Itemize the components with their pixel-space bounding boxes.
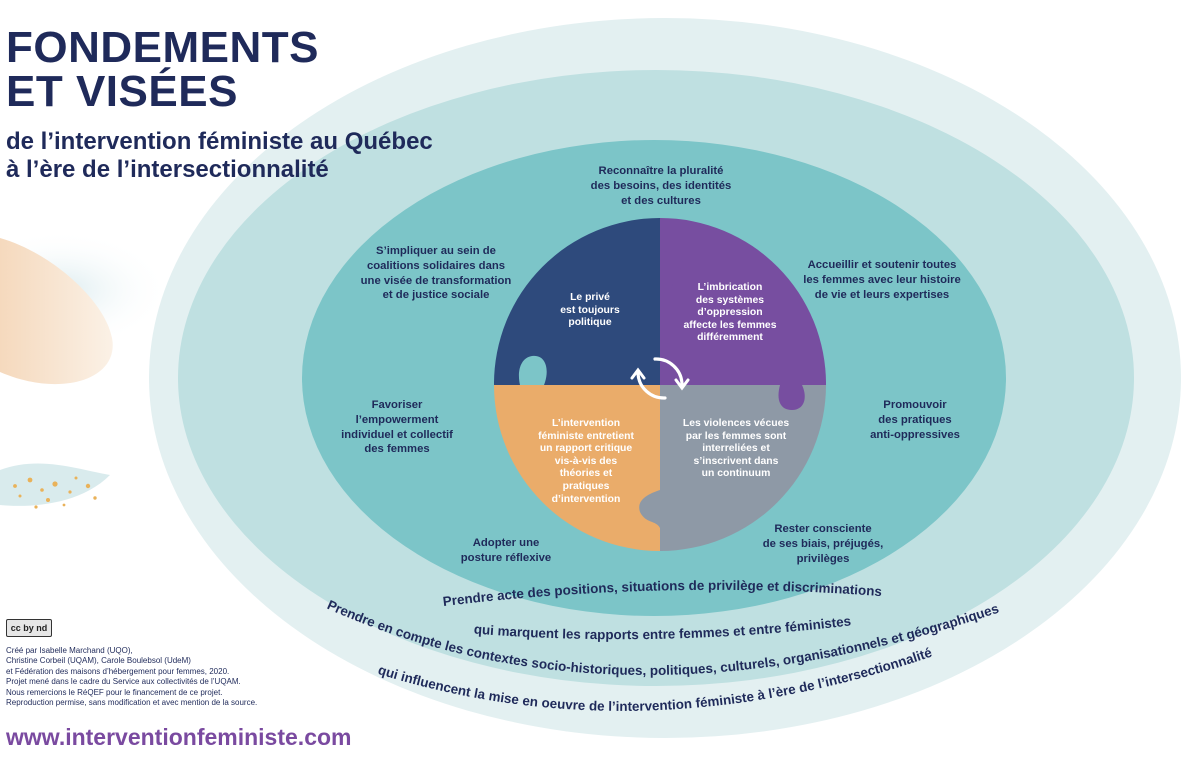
practice-label-top: Reconnaître la pluralité des besoins, de…	[566, 164, 756, 208]
text-line: Rester consciente	[774, 523, 872, 535]
text-line: individuel et collectif	[341, 428, 453, 441]
text-line: des femmes	[364, 443, 430, 456]
text-line: L’intervention	[551, 418, 621, 429]
title-line: FONDEMENTS	[6, 23, 319, 72]
text-line: des besoins, des identités	[590, 179, 732, 192]
puzzle-tab-right	[778, 385, 805, 410]
text-line: des systèmes	[695, 294, 765, 306]
text-line: anti-oppressives	[870, 428, 960, 441]
text-line: différemment	[697, 332, 763, 344]
text-line: par les femmes sont	[685, 430, 787, 442]
credit-line: et Fédération des maisons d’hébergement …	[6, 666, 230, 676]
text-line: coalitions solidaires dans	[366, 259, 506, 272]
text-line: pratiques	[562, 480, 610, 492]
puzzle-text-bottom-left: L’intervention féministe entretient un r…	[520, 418, 652, 506]
creative-commons-license-icon: cc by nd	[6, 619, 52, 637]
puzzle-tab-top	[660, 251, 683, 294]
text-line: Le privé	[570, 292, 610, 303]
text-line: un continuum	[701, 468, 771, 480]
text-line: et de justice sociale	[382, 289, 490, 302]
subtitle-line: de l’intervention féministe au Québec	[6, 128, 433, 155]
text-line: théories et	[559, 468, 613, 480]
practice-label-right: Promouvoir des pratiques anti-oppressive…	[850, 398, 980, 442]
puzzle-piece-top-left	[493, 217, 660, 385]
text-line: un rapport critique	[539, 443, 633, 455]
text-line: Accueillir et soutenir toutes	[807, 259, 957, 271]
circular-arrows-icon	[630, 357, 690, 400]
text-line: Adopter une	[472, 537, 540, 549]
credit-line: Projet mené dans le cadre du Service aux…	[6, 677, 241, 687]
text-line: posture réflexive	[460, 551, 552, 564]
text-line: est toujours	[560, 304, 620, 316]
text-line: d’intervention	[551, 493, 621, 505]
text-line: des pratiques	[878, 413, 952, 426]
text-line: vis-à-vis des	[554, 455, 618, 467]
page-title: FONDEMENTS ET VISÉES	[6, 26, 319, 114]
puzzle-text-top-left: Le privé est toujours politique	[535, 292, 645, 330]
puzzle-piece-bottom-left	[494, 385, 660, 551]
text-line: L’imbrication	[697, 282, 763, 293]
text-line: S’impliquer au sein de	[376, 245, 496, 257]
text-line: privilèges	[796, 552, 850, 565]
text-line: s’inscrivent dans	[693, 455, 779, 467]
text-line: l’empowerment	[355, 413, 439, 426]
website-link[interactable]: www.interventionfeministe.com	[6, 724, 352, 750]
decorative-brushstrokes	[0, 230, 170, 509]
page-subtitle: de l’intervention féministe au Québec à …	[6, 128, 433, 184]
text-line: une visée de transformation	[360, 274, 512, 287]
text-line: affecte les femmes	[683, 319, 777, 331]
credit-line: Nous remercions le RéQEF pour le finance…	[6, 687, 223, 697]
credit-line: Christine Corbeil (UQAM), Carole Boulebs…	[6, 656, 191, 666]
puzzle-piece-bottom-right	[660, 385, 826, 551]
practice-label-left: Favoriser l’empowerment individuel et co…	[322, 398, 472, 457]
practice-label-top-left: S’impliquer au sein de coalitions solida…	[336, 244, 536, 303]
text-line: les femmes avec leur histoire	[803, 273, 961, 286]
text-line: de vie et leurs expertises	[814, 288, 950, 301]
title-line: ET VISÉES	[6, 67, 238, 116]
text-line: Promouvoir	[883, 399, 947, 411]
puzzle-text-top-right: L’imbrication des systèmes d’oppression …	[668, 282, 792, 345]
text-line: de ses biais, préjugés,	[762, 537, 884, 550]
text-line: Reconnaître la pluralité	[598, 165, 724, 177]
credits-block: Créé par Isabelle Marchand (UQO), Christ…	[6, 646, 306, 708]
practice-label-bottom-right: Rester consciente de ses biais, préjugés…	[748, 522, 898, 566]
text-line: politique	[568, 317, 612, 329]
practice-label-top-right: Accueillir et soutenir toutes les femmes…	[782, 258, 982, 302]
credit-line: Créé par Isabelle Marchand (UQO),	[6, 646, 133, 655]
subtitle-line: à l’ère de l’intersectionnalité	[6, 156, 329, 183]
text-line: d’oppression	[697, 307, 763, 319]
credit-line: Reproduction permise, sans modification …	[6, 698, 258, 708]
text-line: Favoriser	[371, 399, 423, 411]
puzzle-text-bottom-right: Les violences vécues par les femmes sont…	[672, 418, 800, 481]
puzzle-tab-bottom	[639, 490, 660, 528]
text-line: Les violences vécues	[682, 418, 790, 429]
puzzle-piece-top-right	[660, 217, 827, 385]
practice-label-bottom-left: Adopter une posture réflexive	[446, 536, 566, 566]
text-line: interreliées et	[702, 443, 770, 455]
text-line: féministe entretient	[538, 430, 634, 442]
text-line: et des cultures	[621, 194, 701, 207]
